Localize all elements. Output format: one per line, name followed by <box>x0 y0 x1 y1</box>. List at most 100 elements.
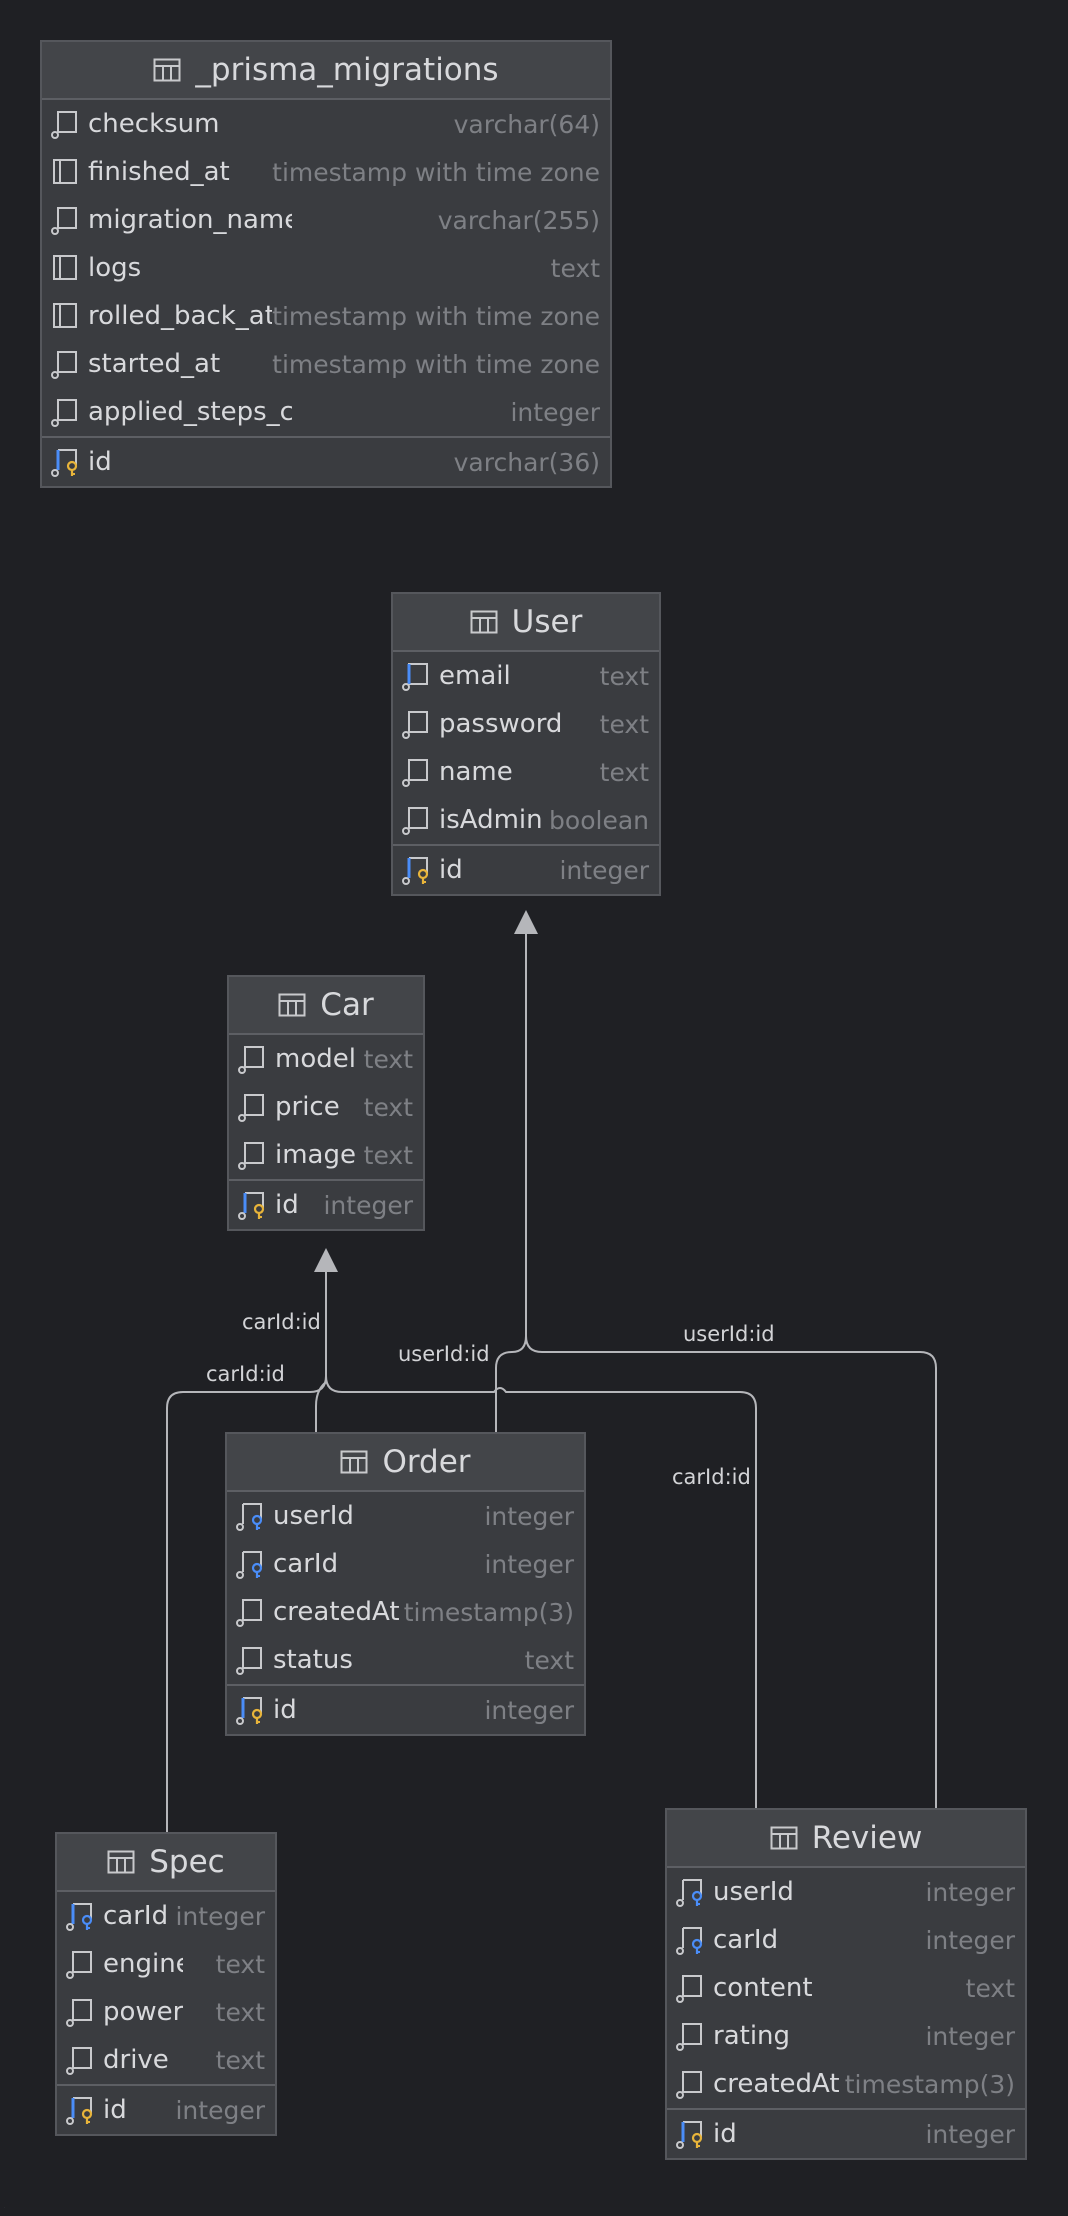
column-name: migration_name <box>88 205 292 235</box>
column-type: integer <box>925 1925 1015 1955</box>
column-type: text <box>524 1645 574 1675</box>
table-icon <box>470 610 498 634</box>
column-icon <box>237 1044 267 1074</box>
edge-order-user[interactable] <box>495 932 527 1432</box>
column-type: text <box>363 1140 413 1170</box>
column-row[interactable]: applied_steps_countinteger <box>42 388 610 436</box>
column-type: integer <box>510 397 600 427</box>
column-name: logs <box>88 253 142 283</box>
edge-review-car[interactable] <box>325 1375 757 1808</box>
edge-order-car[interactable] <box>315 1381 327 1432</box>
column-row[interactable]: status text <box>227 1636 584 1684</box>
column-name: rating <box>713 2021 791 2051</box>
column-icon <box>237 1092 267 1122</box>
table-title: Order <box>382 1444 471 1480</box>
column-name: status <box>273 1645 353 1675</box>
column-row[interactable]: logs text <box>42 244 610 292</box>
column-type: text <box>599 661 649 691</box>
table-header[interactable]: Order <box>227 1434 584 1492</box>
table-icon <box>770 1826 798 1850</box>
table-header[interactable]: Car <box>229 977 423 1035</box>
column-type: text <box>215 1997 265 2027</box>
column-name: createdAt <box>713 2069 840 2099</box>
column-name: content <box>713 1973 813 2003</box>
unique-foreign-key-icon <box>65 1901 95 1931</box>
table-header[interactable]: Spec <box>57 1834 275 1892</box>
column-type: text <box>550 253 600 283</box>
column-type: varchar(64) <box>453 109 600 139</box>
edge-label: userId:id <box>683 1322 775 1346</box>
column-type: integer <box>925 2119 1015 2149</box>
column-icon <box>50 205 80 235</box>
column-type: integer <box>484 1501 574 1531</box>
column-type: text <box>215 1949 265 1979</box>
table-header[interactable]: _prisma_migrations <box>42 42 610 100</box>
unique-column-icon <box>401 661 431 691</box>
column-type: integer <box>175 2095 265 2125</box>
column-row[interactable]: price text <box>229 1083 423 1131</box>
column-name: model <box>275 1044 356 1074</box>
column-type: text <box>363 1092 413 1122</box>
foreign-key-icon <box>675 1877 705 1907</box>
column-name: password <box>439 709 563 739</box>
table-header[interactable]: Review <box>667 1810 1025 1868</box>
column-icon <box>235 1645 265 1675</box>
table-icon <box>278 993 306 1017</box>
table-header[interactable]: User <box>393 594 659 652</box>
column-name: price <box>275 1092 340 1122</box>
column-icon <box>401 709 431 739</box>
edge-label: userId:id <box>398 1342 490 1366</box>
column-name: id <box>439 855 463 885</box>
column-name: id <box>103 2095 127 2125</box>
column-icon <box>65 1949 95 1979</box>
column-icon <box>50 397 80 427</box>
column-name: userId <box>713 1877 794 1907</box>
foreign-key-icon <box>235 1549 265 1579</box>
column-type: varchar(255) <box>437 205 600 235</box>
column-type: integer <box>175 1901 265 1931</box>
watermark: · <box>4 2205 6 2211</box>
column-name: rolled_back_at <box>88 301 275 331</box>
primary-key-row[interactable]: id integer <box>57 2084 275 2134</box>
edge-label: carId:id <box>206 1362 285 1386</box>
edge-review-user[interactable] <box>525 1335 937 1808</box>
column-name: userId <box>273 1501 354 1531</box>
column-row[interactable]: userId integer <box>227 1492 584 1540</box>
column-row[interactable]: migration_name varchar(255) <box>42 196 610 244</box>
primary-key-icon <box>235 1695 265 1725</box>
column-icon <box>675 1973 705 2003</box>
column-icon <box>237 1140 267 1170</box>
